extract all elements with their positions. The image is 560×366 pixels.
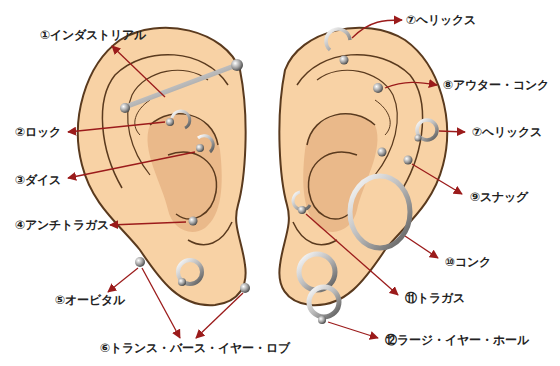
- part-label: ⑦ヘリックス: [472, 125, 542, 139]
- part-label: ④アンチトラガス: [15, 218, 109, 232]
- part-label: ⑩コンク: [445, 255, 491, 269]
- part-label: ⑫ラージ・イヤー・ホール: [385, 333, 529, 347]
- part-label: ⑤オービタル: [55, 293, 125, 307]
- part-label: ⑨スナッグ: [470, 190, 528, 204]
- part-label: ②ロック: [15, 125, 61, 139]
- part-label: ③ダイス: [15, 173, 61, 187]
- part-label: ⑥トランス・バース・イヤー・ロブ: [100, 341, 290, 355]
- part-label: ⑦ヘリックス: [406, 13, 476, 27]
- part-label: ⑧アウター・コンク: [443, 78, 549, 92]
- part-label: ⑪トラガス: [405, 291, 465, 305]
- part-label: ①インダストリアル: [40, 28, 146, 42]
